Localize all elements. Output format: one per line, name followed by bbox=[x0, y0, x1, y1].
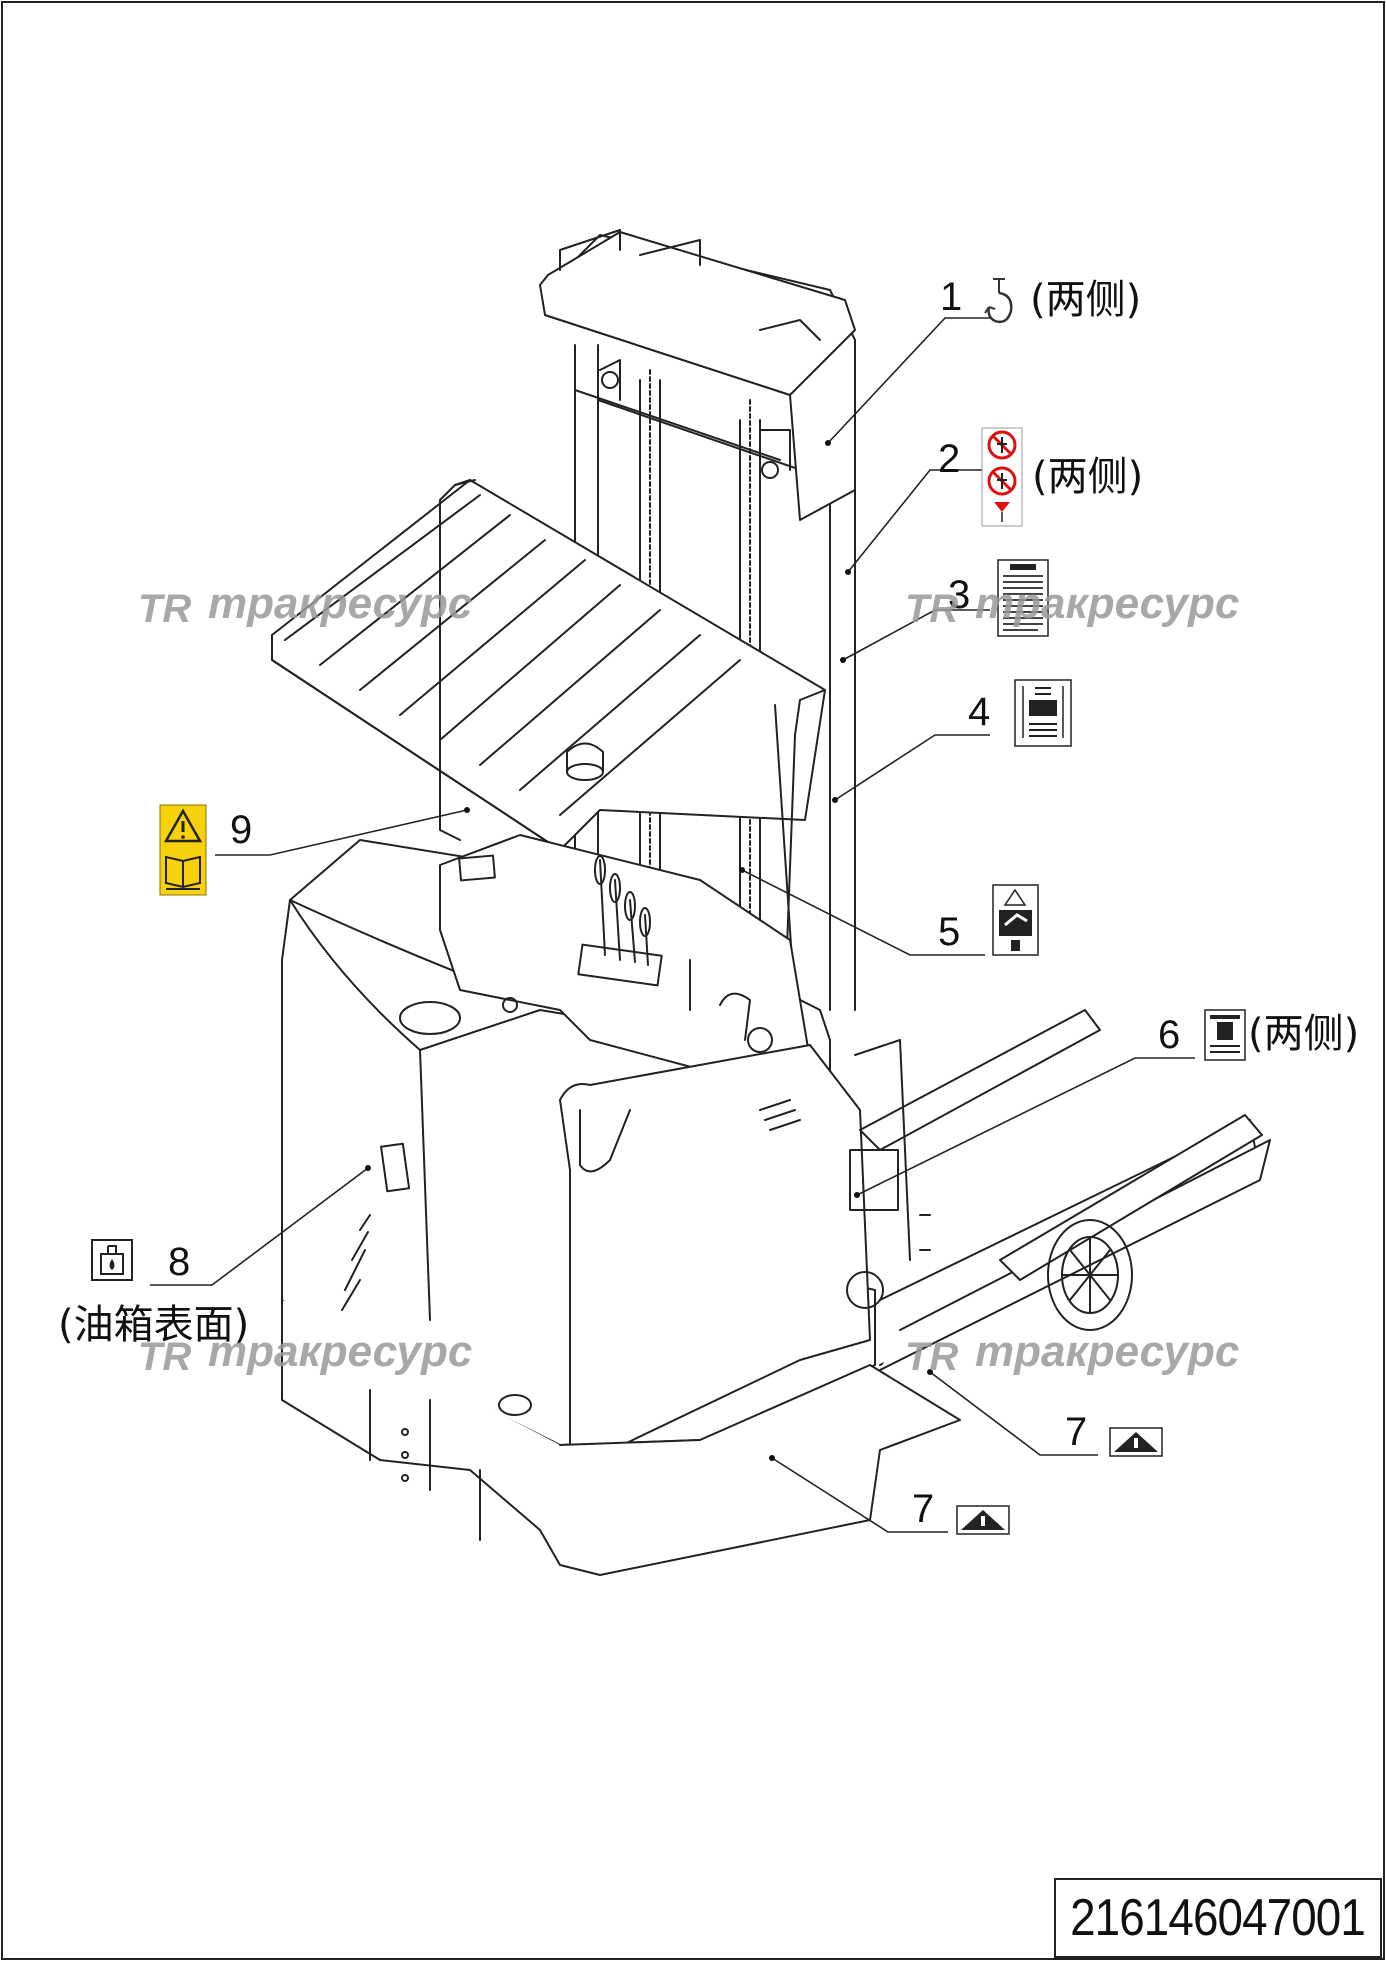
callout-number: 9 bbox=[230, 808, 252, 852]
watermark-bottom-right: TR тракресурс bbox=[905, 1327, 1239, 1379]
hook-icon bbox=[984, 278, 1013, 324]
forklift-drawing bbox=[271, 229, 1271, 1576]
callout-7-upper: 7 bbox=[1065, 1410, 1163, 1457]
callout-7-lower: 7 bbox=[912, 1487, 1010, 1535]
callout-number: 8 bbox=[168, 1240, 190, 1284]
callout-5: 5 bbox=[938, 884, 1039, 956]
hand-crush-warning-icon bbox=[992, 884, 1039, 956]
svg-text:TR: TR bbox=[905, 1335, 958, 1379]
svg-text:тракресурс: тракресурс bbox=[208, 579, 472, 628]
callout-number: 6 bbox=[1158, 1013, 1180, 1057]
callout-number: 1 bbox=[940, 275, 962, 319]
foot-crush-warning-icon bbox=[1109, 1427, 1163, 1457]
no-standing-under-fork-icon bbox=[981, 427, 1023, 527]
callout-8: 8 (油箱表面) bbox=[58, 1239, 249, 1348]
callout-3: 3 bbox=[948, 559, 1049, 637]
callout-4: 4 bbox=[968, 679, 1072, 747]
watermark-top-left: TR тракресурс bbox=[138, 579, 472, 631]
callout-side-note: (油箱表面) bbox=[58, 1302, 249, 1348]
callout-number: 5 bbox=[938, 910, 960, 954]
callout-number: 2 bbox=[938, 437, 960, 481]
svg-text:TR: TR bbox=[905, 587, 958, 631]
callout-6: 6 (两侧) bbox=[1158, 1009, 1359, 1061]
svg-text:тракресурс: тракресурс bbox=[208, 1327, 472, 1376]
callout-number: 7 bbox=[912, 1487, 934, 1531]
no-climbing-warning-icon bbox=[1204, 1009, 1246, 1061]
callout-number: 7 bbox=[1065, 1410, 1087, 1454]
load-chart-label-icon bbox=[1014, 679, 1072, 747]
svg-text:TR: TR bbox=[138, 1335, 191, 1379]
callout-side-note: (两侧) bbox=[1248, 1011, 1359, 1057]
watermark-top-right: TR тракресурс bbox=[905, 579, 1239, 631]
callout-1: 1 (两侧) bbox=[940, 275, 1141, 324]
document-number-box: 216146047001 bbox=[1054, 1878, 1382, 1958]
read-manual-warning-icon bbox=[159, 804, 207, 896]
callout-side-note: (两侧) bbox=[1030, 277, 1141, 323]
callout-2: 2 (两侧) bbox=[938, 427, 1143, 527]
hydraulic-oil-icon bbox=[91, 1239, 133, 1281]
text-instruction-label-icon bbox=[997, 559, 1049, 637]
document-number: 216146047001 bbox=[1070, 1889, 1367, 1947]
leader-lines bbox=[150, 317, 1195, 1533]
callout-number: 4 bbox=[968, 690, 990, 734]
watermark-bottom-left: TR тракресурс bbox=[138, 1327, 472, 1379]
callout-side-note: (两侧) bbox=[1032, 454, 1143, 500]
svg-text:тракресурс: тракресурс bbox=[975, 1327, 1239, 1376]
svg-text:тракресурс: тракресурс bbox=[975, 579, 1239, 628]
foot-crush-warning-icon bbox=[956, 1505, 1010, 1535]
callout-number: 3 bbox=[948, 573, 970, 617]
svg-text:TR: TR bbox=[138, 587, 191, 631]
callout-9: 9 bbox=[159, 804, 252, 896]
